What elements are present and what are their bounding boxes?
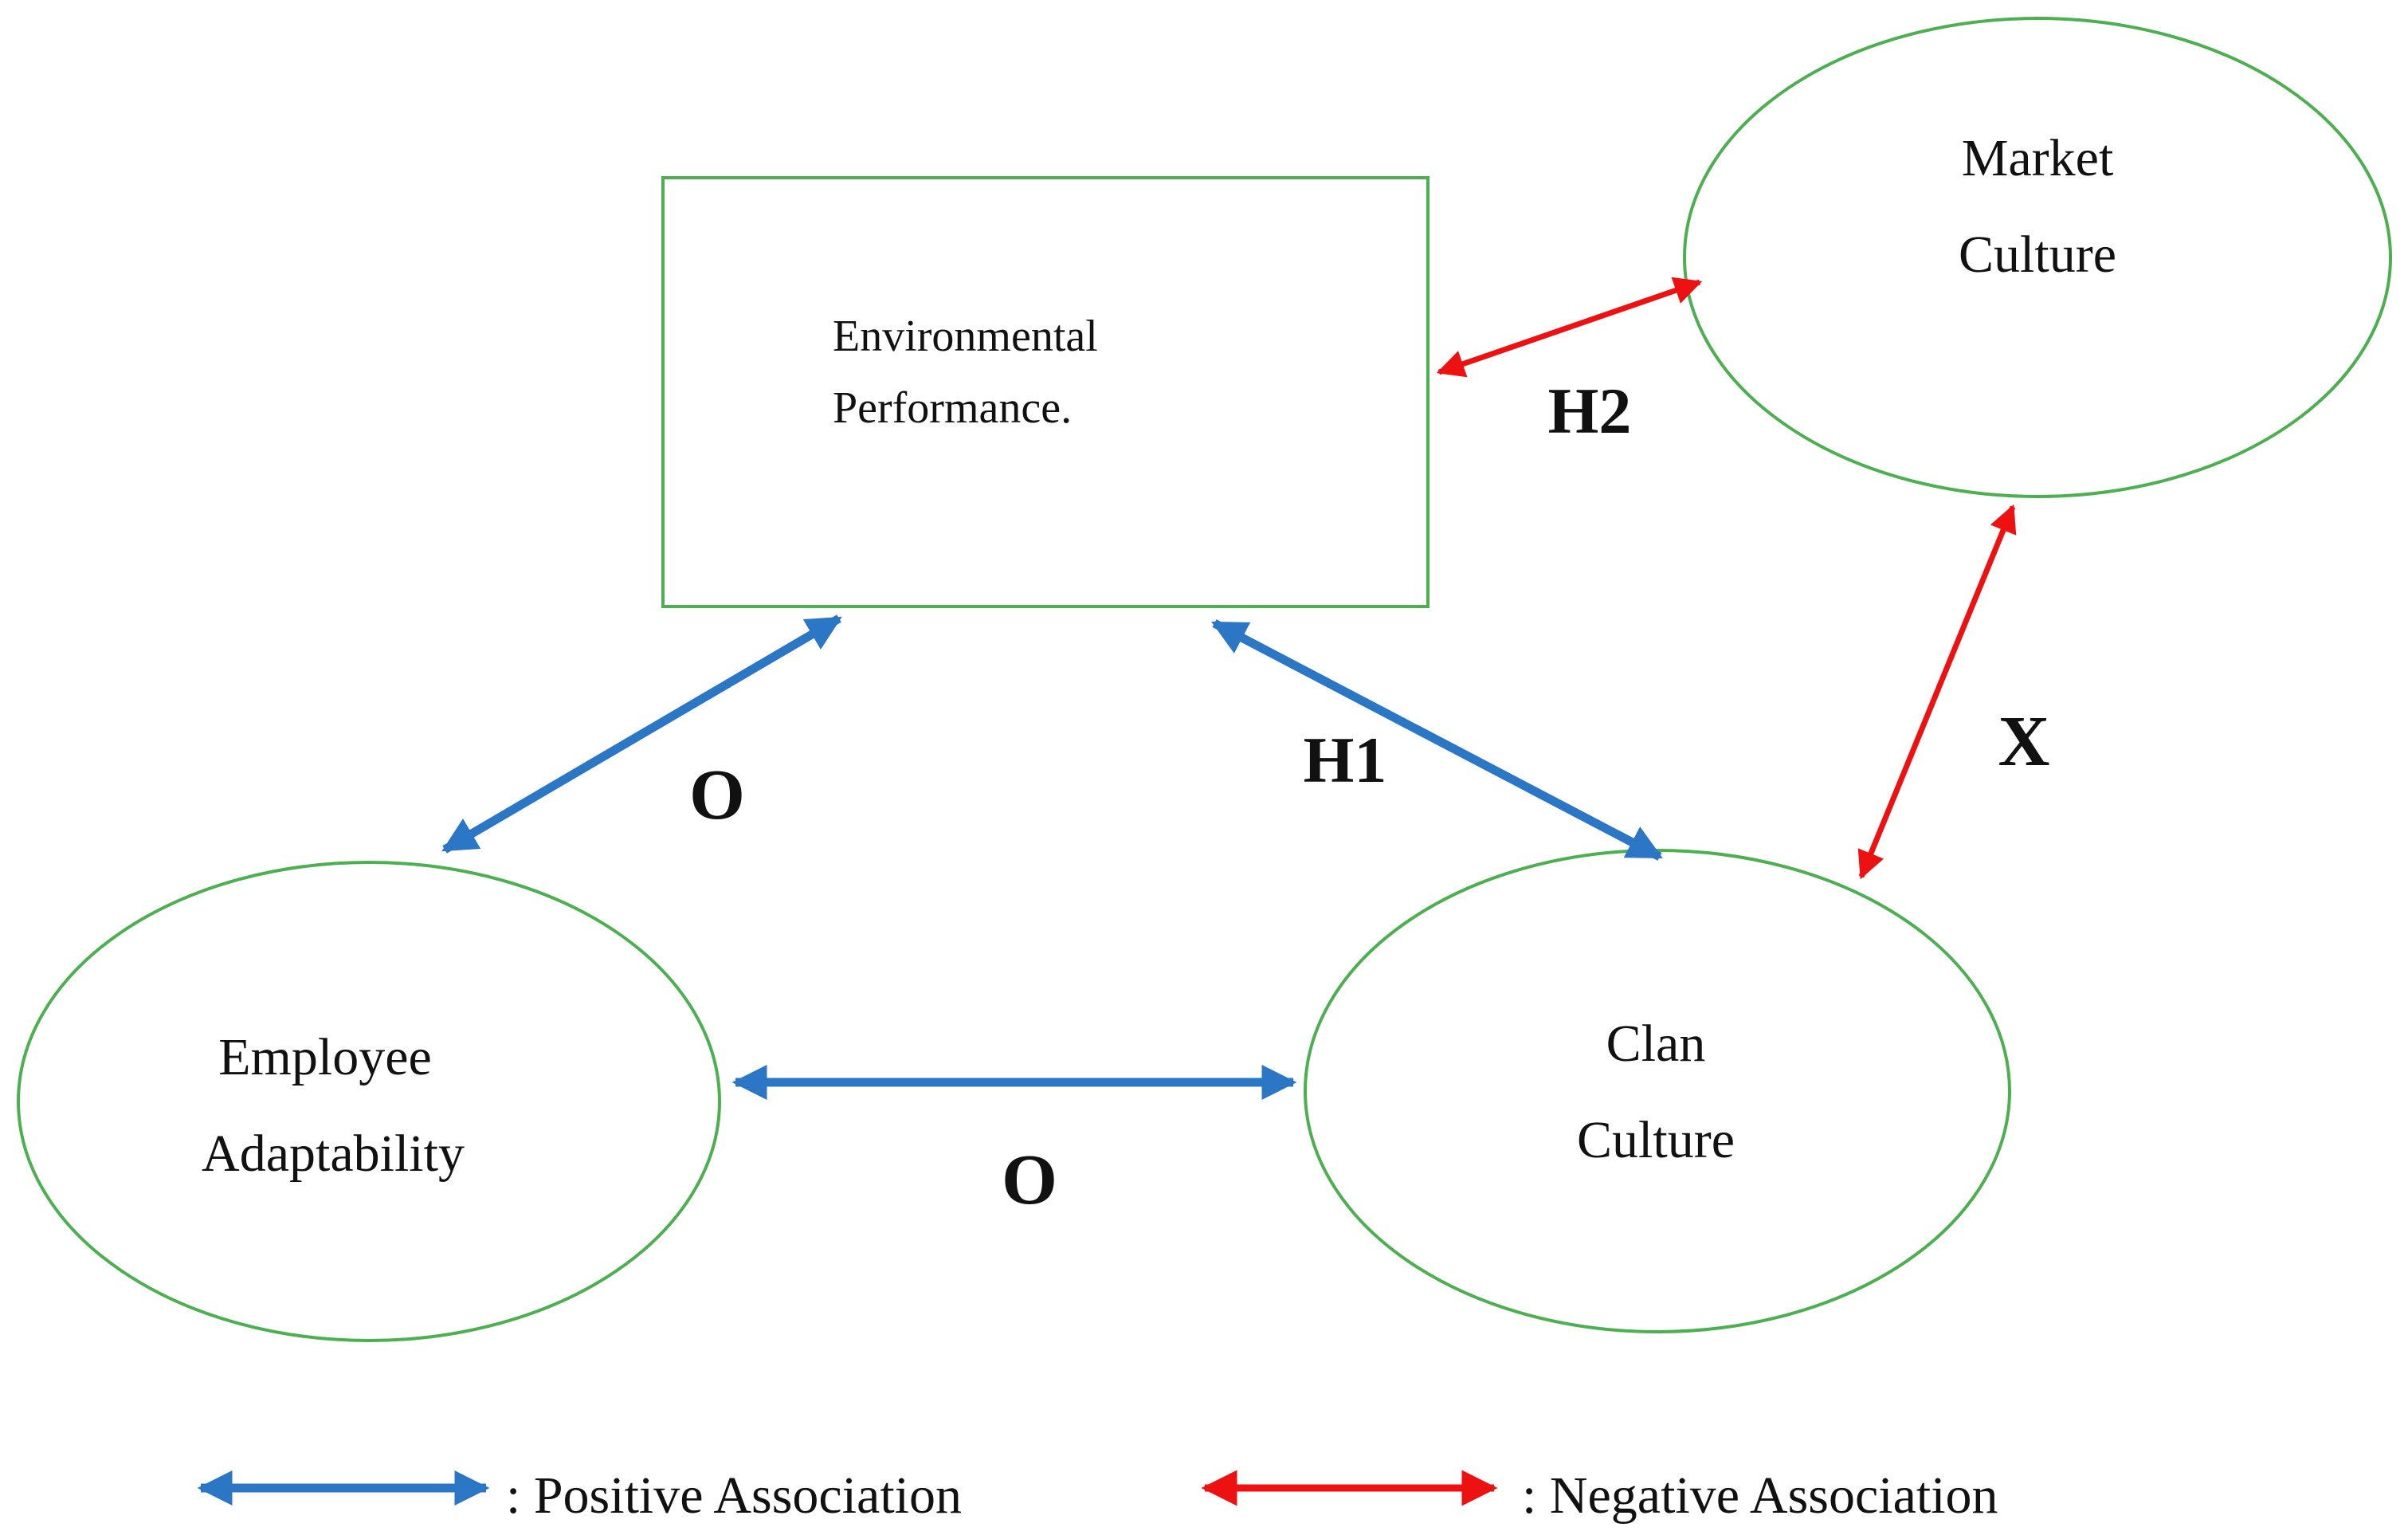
environmental-performance-label-line2: Performance. — [833, 383, 1072, 433]
market-culture-ellipse — [1683, 17, 2392, 498]
employee-adaptability-label-line1: Employee — [218, 1028, 432, 1086]
environmental-performance-label-line1: Environmental — [833, 312, 1098, 361]
edge-x-label: X — [1998, 702, 2050, 781]
edge-h2-arrow — [1436, 277, 1703, 378]
edge-h1-label: H1 — [1304, 724, 1387, 796]
edge-x-arrow — [1857, 504, 2017, 880]
clan-culture-label-line1: Clan — [1606, 1015, 1706, 1073]
market-culture-label-line1: Market — [1962, 129, 2114, 187]
edge-employee-clan-label: O — [1002, 1141, 1057, 1219]
edge-employee-environment-arrow — [441, 614, 842, 854]
legend-negative-label: : Negative Association — [1522, 1466, 1998, 1525]
clan-culture-ellipse — [1304, 849, 2011, 1333]
legend-positive-label: : Positive Association — [506, 1466, 962, 1525]
market-culture-label-line2: Culture — [1959, 226, 2116, 284]
clan-culture-label-line2: Culture — [1577, 1111, 1735, 1169]
employee-adaptability-ellipse — [17, 861, 721, 1342]
employee-adaptability-label-line2: Adaptability — [202, 1125, 465, 1183]
edge-h1-arrow — [1211, 619, 1663, 861]
environmental-performance-box — [661, 176, 1430, 608]
edge-h2-label: H2 — [1548, 375, 1632, 447]
edge-employee-environment-label: O — [689, 756, 745, 834]
